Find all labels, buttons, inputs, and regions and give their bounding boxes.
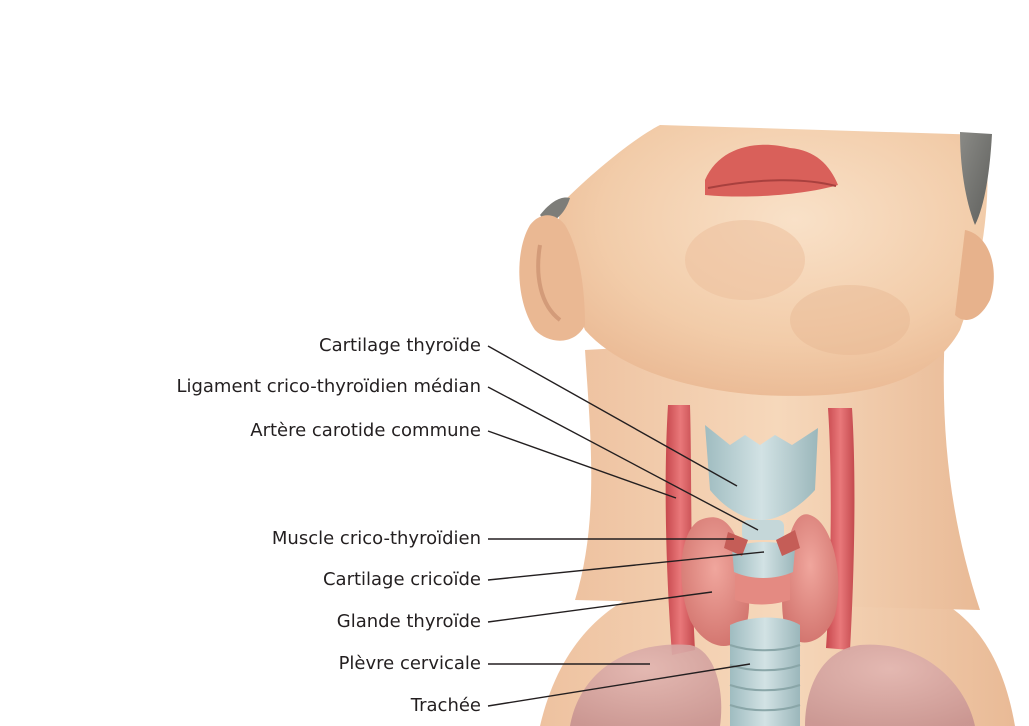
right-ear	[955, 230, 994, 320]
trachea	[730, 617, 800, 726]
label-glande-thyroide: Glande thyroïde	[336, 611, 481, 632]
label-cartilage-cricoide: Cartilage cricoïde	[322, 569, 481, 590]
label-ligament-crico-thyroidien: Ligament crico-thyroïdien médian	[176, 376, 481, 397]
cricothyroid-muscle-right	[776, 530, 800, 556]
cricoid-cartilage	[732, 542, 795, 578]
thyroid-isthmus	[735, 569, 790, 605]
leader-ligament	[487, 386, 759, 531]
left-pleura	[570, 644, 722, 726]
hair	[960, 132, 992, 225]
leader-cartilage-thyroide	[487, 345, 738, 487]
leader-glande	[487, 591, 713, 623]
leader-trachee	[487, 663, 751, 707]
label-trachee: Trachée	[410, 695, 481, 716]
label-muscle-crico-thyroidien: Muscle crico-thyroïdien	[271, 528, 481, 549]
leader-cricoide	[487, 551, 765, 581]
label-plevre-cervicale: Plèvre cervicale	[338, 653, 481, 674]
right-pleura	[805, 644, 975, 726]
cricothyroid-ligament	[742, 520, 784, 540]
left-ear	[519, 215, 585, 341]
leader-artere	[487, 430, 677, 499]
thyroid-cartilage	[705, 425, 818, 520]
label-cartilage-thyroide: Cartilage thyroïde	[319, 335, 481, 356]
label-artere-carotide: Artère carotide commune	[250, 420, 481, 441]
cricothyroid-muscle-left	[724, 532, 748, 556]
